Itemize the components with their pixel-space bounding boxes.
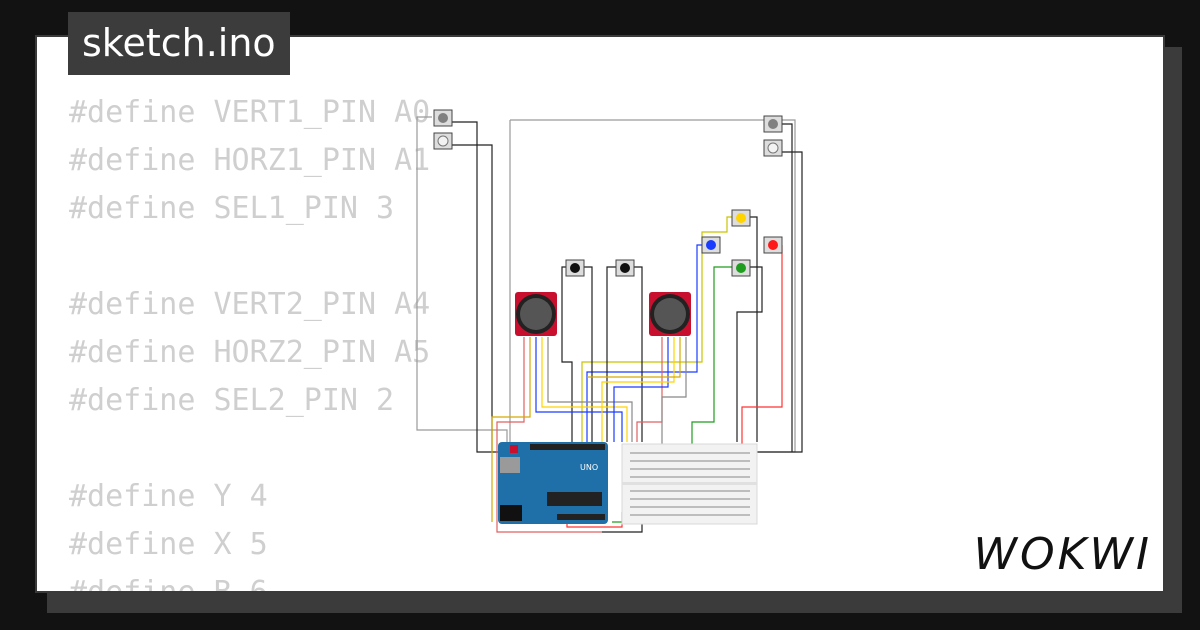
code-line: #define B 6 — [69, 575, 268, 593]
pushbutton-blue[interactable] — [701, 236, 721, 254]
pushbutton-black[interactable] — [565, 259, 585, 277]
file-tab[interactable]: sketch.ino — [68, 12, 290, 75]
pushbutton-black[interactable] — [615, 259, 635, 277]
breadboard[interactable] — [621, 443, 758, 525]
code-line: #define VERT1_PIN A0 — [69, 95, 431, 130]
pushbutton-gray[interactable] — [433, 109, 453, 127]
reset-button — [510, 445, 518, 453]
code-line: #define HORZ1_PIN A1 — [69, 143, 431, 178]
pushbutton-red[interactable] — [763, 236, 783, 254]
wires — [416, 116, 803, 533]
board-label: UNO — [580, 463, 598, 472]
usb-port — [500, 457, 520, 473]
code-line: #define Y 4 — [69, 479, 268, 514]
breadboard-holes — [630, 452, 750, 516]
joystick-1[interactable] — [515, 292, 557, 336]
circuit-diagram: UNO — [416, 109, 803, 533]
pushbutton-yellow[interactable] — [731, 209, 751, 227]
code-line: #define X 5 — [69, 527, 268, 562]
pushbutton-green[interactable] — [731, 259, 751, 277]
arduino-uno-board[interactable]: UNO — [498, 442, 608, 524]
power-jack — [500, 505, 522, 521]
pushbutton-gray[interactable] — [763, 115, 783, 133]
code-line: #define HORZ2_PIN A5 — [69, 335, 431, 370]
header-pins — [557, 514, 605, 520]
pushbutton-white[interactable] — [763, 139, 783, 157]
code-line: #define SEL1_PIN 3 — [69, 191, 395, 226]
microcontroller-chip — [547, 492, 602, 506]
wokwi-logo: WOKWI — [973, 529, 1152, 580]
code-line: #define VERT2_PIN A4 — [69, 287, 431, 322]
code-preview: #define VERT1_PIN A0 #define HORZ1_PIN A1… — [69, 89, 431, 593]
joystick-2[interactable] — [649, 292, 691, 336]
code-line: #define SEL2_PIN 2 — [69, 383, 395, 418]
preview-card: #define VERT1_PIN A0 #define HORZ1_PIN A1… — [35, 35, 1165, 593]
header-pins — [530, 444, 605, 450]
pushbutton-white[interactable] — [433, 132, 453, 150]
